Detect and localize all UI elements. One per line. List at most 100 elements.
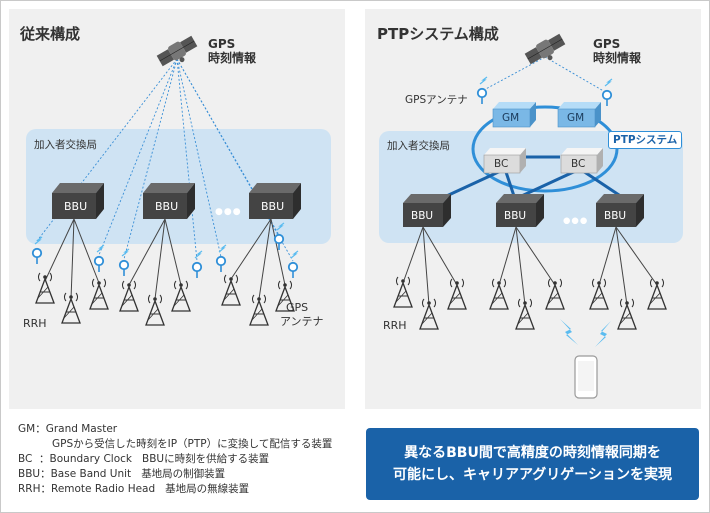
- boundary-clock-icon: [483, 148, 526, 174]
- rrh-label: RRH: [383, 319, 407, 332]
- gps-antenna-icon: [118, 248, 130, 276]
- ptp-diagram: [379, 33, 683, 399]
- legend-gm-desc: GPSから受信した時刻をIP（PTP）に変換して配信する装置: [52, 438, 333, 450]
- ellipsis: ●●●: [215, 207, 242, 217]
- gps-antenna-label: GPSアンテナ: [405, 94, 468, 106]
- gps-antenna-icon: [601, 78, 613, 106]
- legend-name: Grand Master: [45, 423, 118, 435]
- rrh-tower-icon: [617, 298, 637, 330]
- satellite-label-line1: GPS: [593, 37, 621, 51]
- bbu-label-2: BBU: [155, 200, 179, 213]
- gps-antenna-group: [476, 76, 613, 106]
- legend-bbu: BBU：Base Band Unit 基地局の制御装置: [18, 468, 226, 480]
- rrh-tower-icon: [647, 278, 667, 310]
- grand-master-icon: [492, 102, 536, 128]
- bbu-label-2: BBU: [504, 210, 527, 222]
- bbu-device-icon: [143, 183, 195, 219]
- bbu-device-icon: [249, 183, 301, 219]
- gps-antenna-icon: [215, 244, 227, 272]
- gps-antenna-icon: [476, 76, 488, 104]
- gm-label-2: GM: [567, 112, 585, 124]
- ptp-ring: [471, 105, 619, 193]
- office-label: 加入者交換局: [387, 140, 450, 152]
- rrh-tower-icon: [61, 292, 81, 324]
- gps-antenna-label-line1: GPS: [286, 301, 309, 314]
- legend-name: Base Band Unit: [50, 468, 132, 480]
- rrh-tower-icon: [171, 280, 191, 312]
- bbu-device-icon: [496, 194, 544, 227]
- rrh-tower-icon: [515, 298, 535, 330]
- gps-antenna-icon: [287, 250, 299, 278]
- bbu-device-icon: [403, 194, 451, 227]
- satellite-label: GPS 時刻情報: [593, 37, 641, 65]
- office-label: 加入者交換局: [34, 139, 97, 151]
- rrh-tower-group: [393, 276, 667, 330]
- rrh-tower-icon: [249, 294, 269, 326]
- grand-master-icon: [557, 102, 601, 128]
- rrh-tower-icon: [489, 278, 509, 310]
- legend-desc: BBUに時刻を供給する装置: [142, 453, 270, 465]
- ellipsis: ●●●: [563, 216, 589, 226]
- gm-label-1: GM: [502, 112, 520, 124]
- wireless-signal-icon: [560, 319, 611, 347]
- rrh-tower-icon: [221, 274, 241, 306]
- gps-antenna-label-line2: アンテナ: [280, 315, 324, 328]
- satellite-label-line2: 時刻情報: [208, 51, 257, 65]
- rrh-tower-icon: [89, 278, 109, 310]
- rrh-tower-icon: [35, 272, 55, 304]
- satellite-label: GPS 時刻情報: [208, 37, 256, 65]
- rrh-label: RRH: [23, 317, 47, 330]
- result-line1: 異なるBBU間で高精度の時刻情報同期を: [404, 445, 661, 461]
- legend-abbr: BBU: [18, 468, 41, 480]
- satellite-label-line2: 時刻情報: [593, 51, 642, 65]
- gps-antenna-icon: [31, 236, 43, 264]
- gps-signal-lines: [481, 56, 608, 94]
- rrh-tower-icon: [393, 276, 413, 308]
- bbu-label-1: BBU: [64, 200, 88, 213]
- ptp-title: PTPシステム構成: [377, 25, 499, 43]
- conventional-title: 従来構成: [20, 25, 81, 43]
- gps-antenna-icon: [273, 222, 285, 250]
- conventional-panel: 従来構成: [9, 9, 345, 409]
- bbu-device-icon: [596, 194, 644, 227]
- bc-label-2: BC: [571, 158, 586, 170]
- conventional-diagram: [26, 35, 331, 326]
- gps-antenna-icon: [93, 244, 105, 272]
- result-line2: 可能にし、キャリアアグリゲーションを実現: [392, 467, 673, 483]
- bbu-label-3: BBU: [261, 200, 285, 213]
- result-box: 異なるBBU間で高精度の時刻情報同期を 可能にし、キャリアアグリゲーションを実現: [366, 428, 699, 500]
- legend-name: Boundary Clock: [49, 453, 132, 465]
- bbu-device-icon: [52, 183, 104, 219]
- satellite-icon: [156, 35, 198, 67]
- rrh-tower-icon: [419, 298, 439, 330]
- rrh-tower-icon: [545, 278, 565, 310]
- legend-desc: 基地局の無線装置: [165, 483, 250, 495]
- gps-antenna-label: GPS アンテナ: [280, 301, 324, 329]
- bbu-label-1: BBU: [411, 210, 434, 222]
- rrh-tower-icon: [145, 294, 165, 326]
- legend-bc: BC ：Boundary Clock BBUに時刻を供給する装置: [18, 453, 270, 465]
- bc-label-1: BC: [494, 158, 509, 170]
- bbu-label-3: BBU: [604, 210, 627, 222]
- rrh-tower-icon: [275, 280, 295, 312]
- gps-antenna-icon: [191, 250, 203, 278]
- rrh-tower-group: [35, 272, 295, 326]
- boundary-clock-icon: [560, 148, 603, 174]
- legend-abbr: BC: [18, 453, 33, 465]
- legend-desc: 基地局の制御装置: [141, 468, 226, 480]
- legend-gm: GM：Grand Master: [18, 423, 118, 435]
- rrh-tower-icon: [447, 278, 467, 310]
- gps-antenna-group: [31, 222, 299, 278]
- ptp-badge: PTPシステム: [608, 131, 683, 149]
- rrh-tower-icon: [119, 280, 139, 312]
- smartphone-icon: [574, 355, 598, 399]
- legend-abbr: GM: [18, 423, 36, 435]
- rrh-cables: [402, 226, 658, 306]
- legend: GM：Grand Master GPSから受信した時刻をIP（PTP）に変換して…: [18, 422, 332, 497]
- legend-name: Remote Radio Head: [51, 483, 156, 495]
- rrh-tower-icon: [589, 278, 609, 310]
- satellite-icon: [524, 33, 566, 65]
- satellite-label-line1: GPS: [208, 37, 236, 51]
- ptp-panel: PTPシステム構成: [365, 9, 701, 409]
- legend-abbr: RRH: [18, 483, 41, 495]
